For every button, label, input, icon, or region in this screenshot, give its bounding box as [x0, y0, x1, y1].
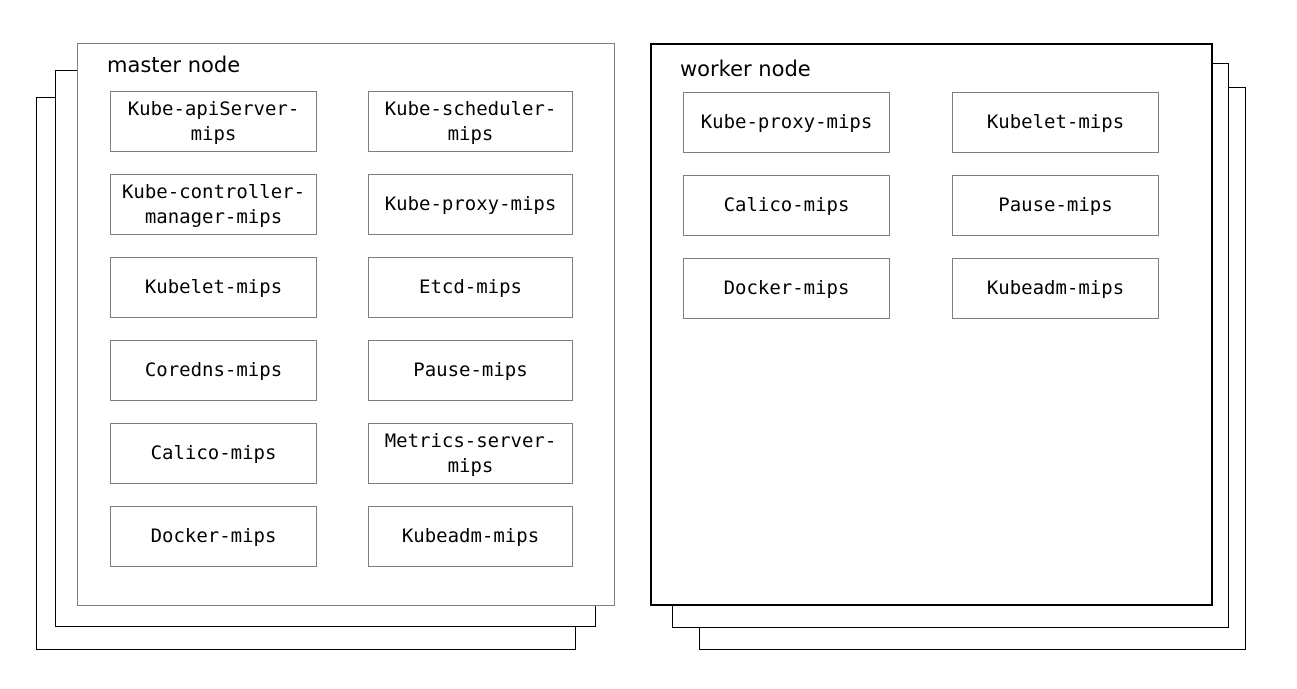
master-node-title: master node — [107, 53, 241, 77]
component-box-kube-controller-manager-mips: Kube-controller-manager-mips — [110, 174, 317, 235]
component-box-pause-mips: Pause-mips — [368, 340, 573, 401]
component-box-kubeadm-mips: Kubeadm-mips — [368, 506, 573, 567]
component-box-kube-scheduler-mips: Kube-scheduler-mips — [368, 91, 573, 152]
master-node-box: master node Kube-apiServer-mips Kube-sche… — [77, 43, 615, 606]
component-box-docker-mips: Docker-mips — [683, 258, 890, 319]
component-box-kube-proxy-mips: Kube-proxy-mips — [368, 174, 573, 235]
component-box-etcd-mips: Etcd-mips — [368, 257, 573, 318]
component-box-kubelet-mips: Kubelet-mips — [952, 92, 1159, 153]
component-box-kubelet-mips: Kubelet-mips — [110, 257, 317, 318]
component-box-calico-mips: Calico-mips — [683, 175, 890, 236]
worker-node-title: worker node — [680, 57, 811, 81]
component-box-coredns-mips: Coredns-mips — [110, 340, 317, 401]
component-box-kube-proxy-mips: Kube-proxy-mips — [683, 92, 890, 153]
component-box-calico-mips: Calico-mips — [110, 423, 317, 484]
component-box-docker-mips: Docker-mips — [110, 506, 317, 567]
component-box-kubeadm-mips: Kubeadm-mips — [952, 258, 1159, 319]
component-box-pause-mips: Pause-mips — [952, 175, 1159, 236]
component-box-kube-apiserver-mips: Kube-apiServer-mips — [110, 91, 317, 152]
component-box-metrics-server-mips: Metrics-server-mips — [368, 423, 573, 484]
